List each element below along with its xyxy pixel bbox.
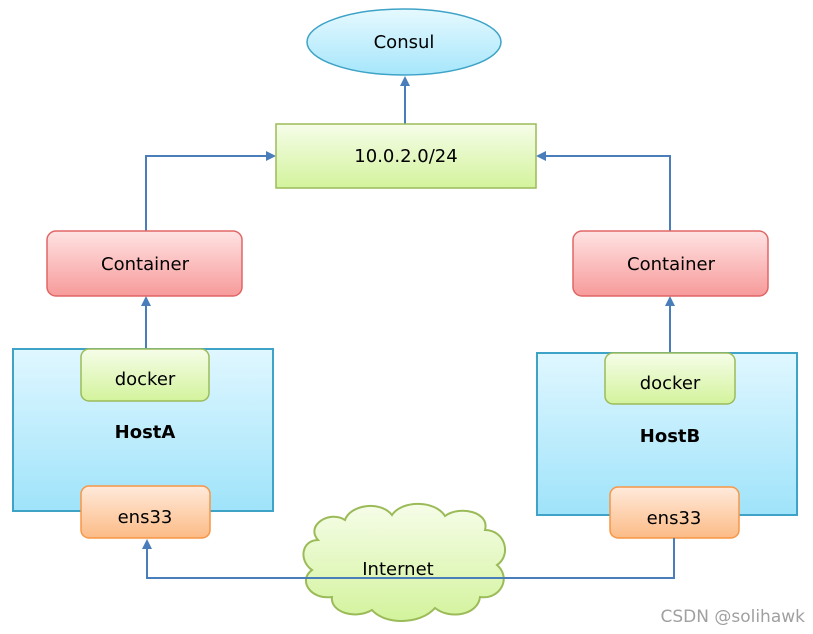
internet-label: Internet (362, 559, 433, 580)
consul-node: Consul (306, 8, 502, 76)
docker-a-node: docker (80, 348, 210, 402)
consul-label: Consul (374, 32, 435, 53)
host-a-label: HostA (115, 422, 176, 443)
container-b-to-subnet-arrow (536, 151, 671, 231)
container-a-node: Container (46, 230, 243, 297)
internet-cloud: Internet (302, 502, 507, 622)
subnet-label: 10.0.2.0/24 (354, 146, 457, 167)
docker-b-label: docker (640, 373, 701, 394)
ens-b-node: ens33 (609, 486, 740, 539)
container-a-label: Container (101, 254, 190, 275)
ens-b-to-ens-a-arrow (142, 538, 675, 579)
docker-a-label: docker (115, 369, 176, 390)
container-a-to-subnet-arrow (145, 151, 276, 231)
ens-a-label: ens33 (118, 507, 173, 528)
container-b-label: Container (627, 254, 716, 275)
host-b-label: HostB (640, 426, 700, 447)
subnet-node: 10.0.2.0/24 (275, 123, 537, 189)
docker-b-node: docker (604, 352, 736, 405)
ens-a-node: ens33 (80, 485, 211, 539)
ens-b-label: ens33 (647, 508, 702, 529)
container-b-node: Container (572, 230, 769, 297)
watermark: CSDN @solihawk (660, 607, 805, 627)
